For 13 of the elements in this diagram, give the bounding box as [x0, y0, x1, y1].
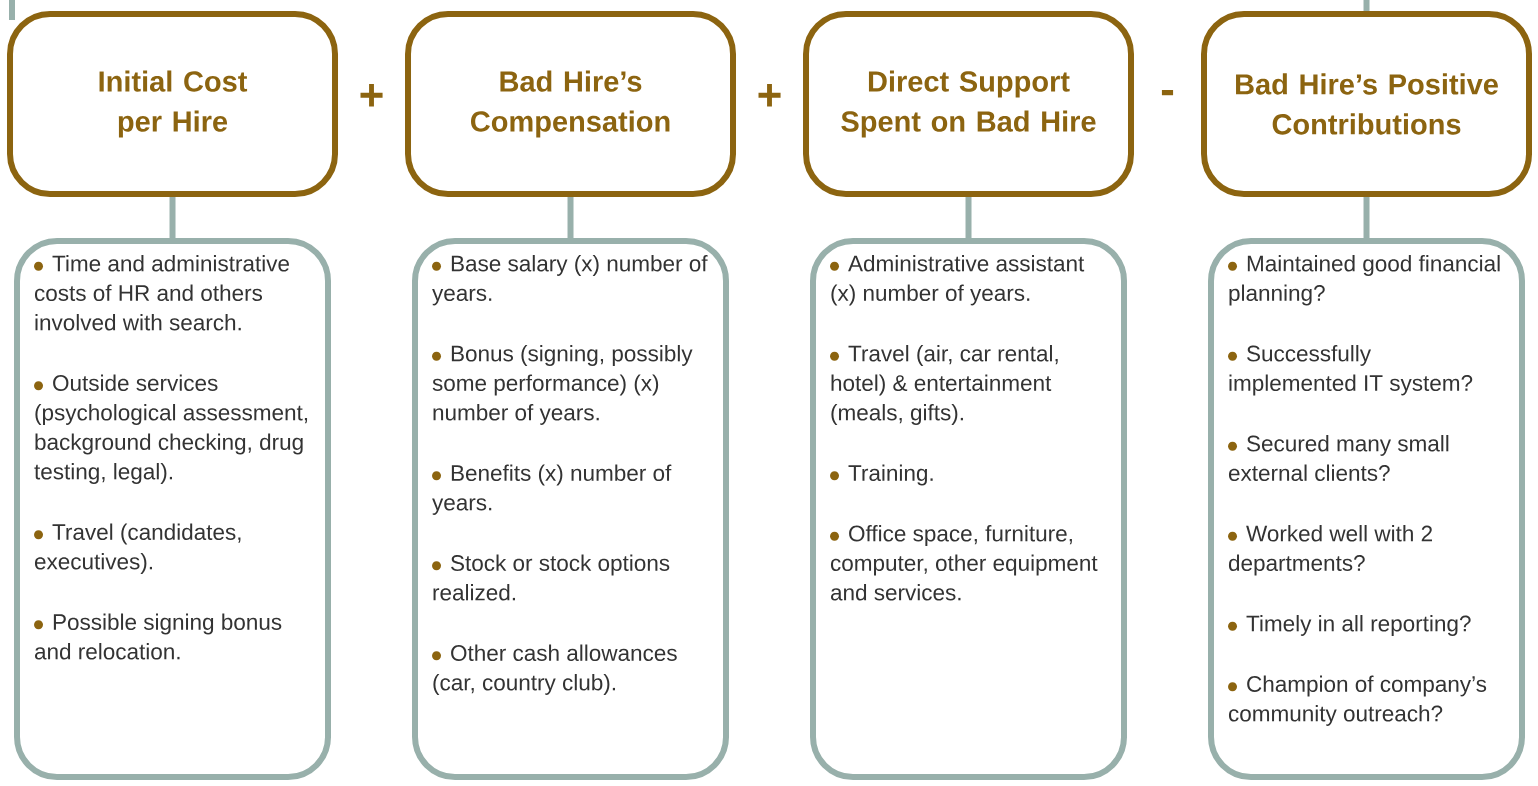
list-box: Maintained good financial planning? Successfully implemented IT system? Secured many small external clients? Worked well with 2 departments? Timely in all reporting? Champion of company’s community outreach? [1208, 238, 1525, 780]
list-box: Base salary (x) number of years. Bonus (signing, possibly some performance) (x) number of years. Benefits (x) number of years. Stock or stock options realized. Other cash allowances (car, country club). [412, 238, 729, 780]
list-box: Time and administrative costs of HR and others involved with search. Outside services (psychological assessment, background checking, drug testing, legal). Travel (candidates, executives). Possible signing bonus and relocation. [14, 238, 331, 780]
connector-line [1363, 0, 1370, 11]
connector-line [9, 0, 15, 20]
heading-box: Bad Hire’s Positive Contributions [1201, 11, 1532, 197]
operator-sign: + [758, 84, 781, 107]
list-box: Administrative assistant (x) number of years. Travel (air, car rental, hotel) & entertainment (meals, gifts). Training. Office space, furniture, computer, other equipment and services. [810, 238, 1127, 780]
heading-box: Initial Cost per Hire [7, 11, 338, 197]
heading-box: Direct Support Spent on Bad Hire [803, 11, 1134, 197]
operator-sign: + [360, 84, 383, 107]
operator-sign: - [1161, 90, 1174, 96]
heading-box: Bad Hire’s Compensation [405, 11, 736, 197]
